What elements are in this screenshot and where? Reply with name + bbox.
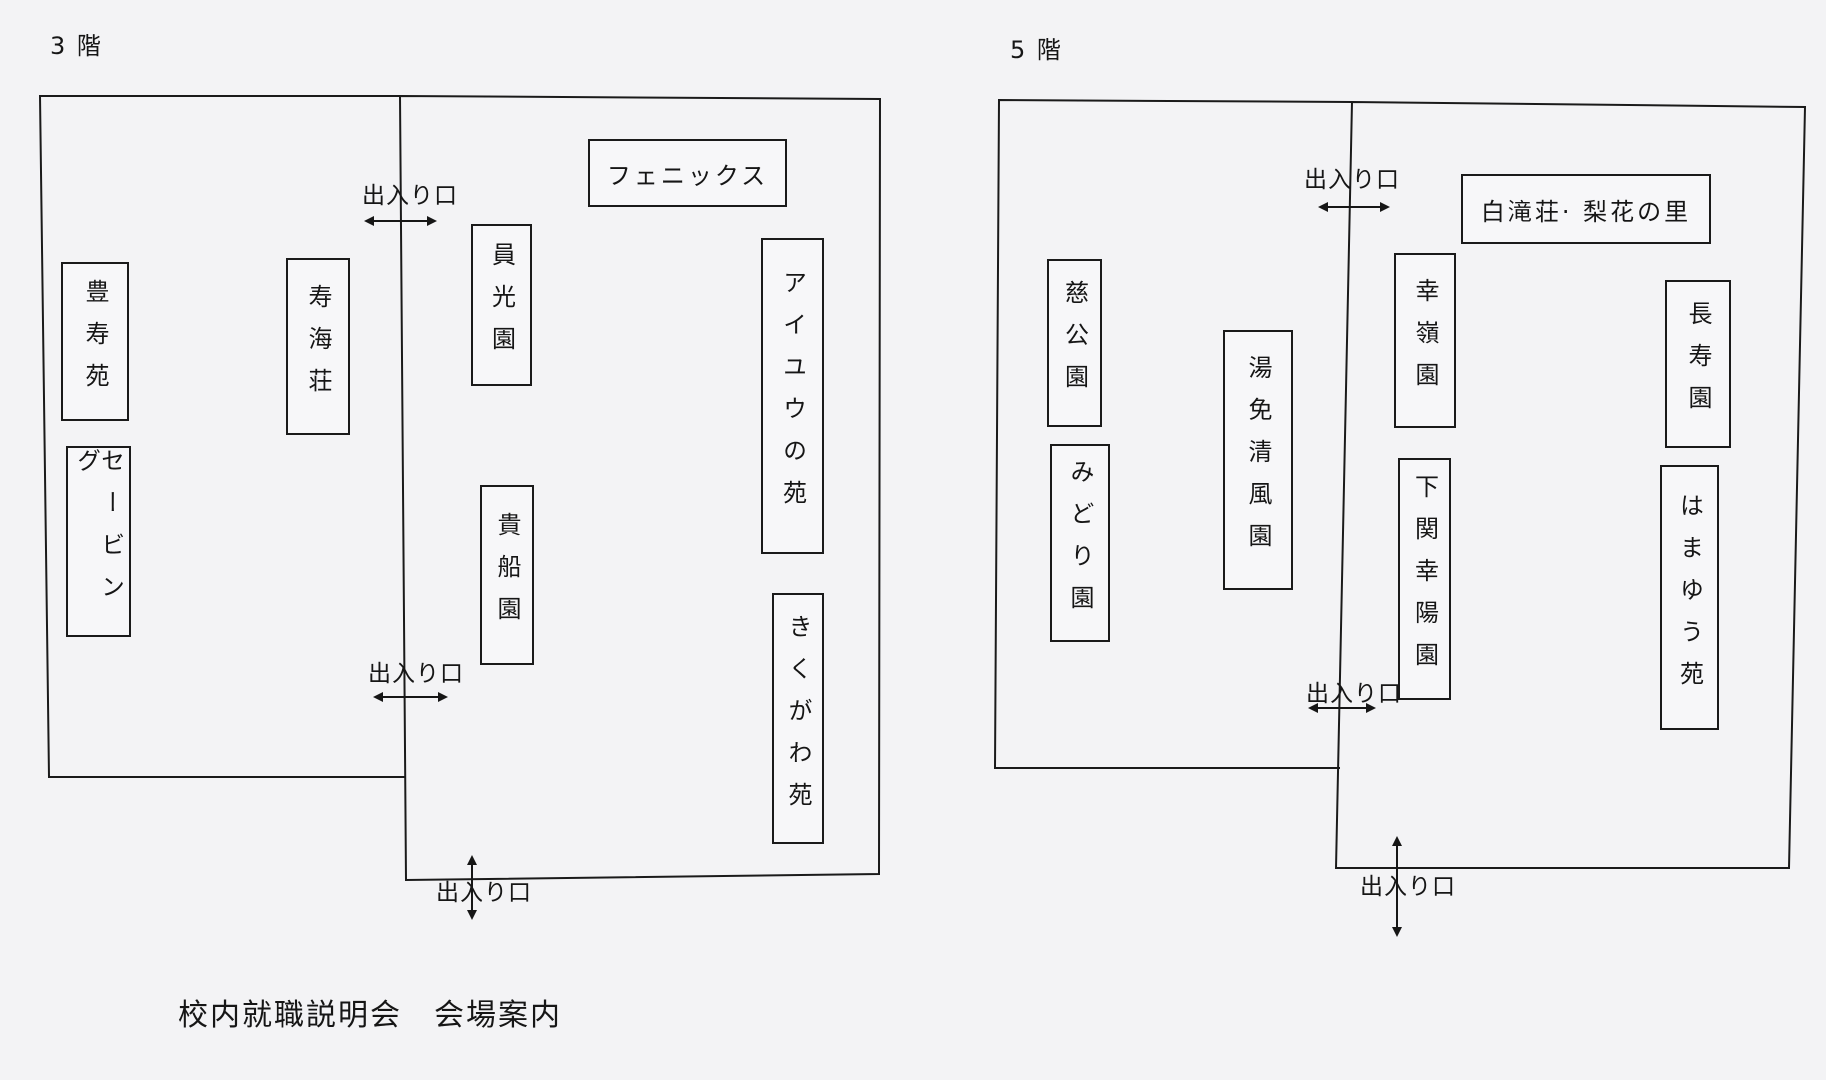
booth-label: はまゆう苑: [1675, 492, 1704, 703]
booth-label: 下関幸陽園: [1410, 474, 1439, 684]
floor-label-5f: 5 階: [1010, 36, 1063, 64]
floor-label-3f: 3 階: [50, 32, 103, 60]
booth-label: 豊寿苑: [81, 278, 109, 405]
booth-label: 白滝荘· 梨花の里: [1480, 197, 1692, 226]
booth-label: 湯免清風園: [1244, 355, 1272, 565]
booth-jikouen: 慈公園: [1047, 259, 1102, 427]
booth-label: みどり園: [1066, 459, 1094, 627]
booth-hamayuuen: はまゆう苑: [1660, 465, 1719, 730]
booth-choujuen: 長寿園: [1665, 280, 1731, 448]
booth-label: 慈公園: [1060, 280, 1089, 406]
room-5f-west: [993, 98, 1353, 769]
booth-label: 員光園: [487, 242, 516, 368]
booth-label: 貴船園: [493, 512, 521, 638]
entrance-label-3f-top: 出入り口: [362, 183, 458, 209]
room-5f-east: [1334, 101, 1807, 869]
booth-kouryouen: 幸嶺園: [1394, 253, 1456, 428]
booth-kifuneen: 貴船園: [480, 485, 534, 665]
entrance-label-5f-top: 出入り口: [1304, 167, 1400, 193]
entrance-label-5f-bottom: 出入り口: [1360, 874, 1456, 900]
booth-label: 寿海荘: [304, 283, 332, 410]
booth-midorien: みどり園: [1050, 444, 1110, 642]
booth-houjuen: 豊寿苑: [61, 262, 129, 421]
room-3f-east: [399, 95, 882, 882]
entrance-label-5f-middle: 出入り口: [1306, 681, 1402, 707]
booth-label: フェニックス: [606, 161, 769, 190]
booth-yumenseifuuen: 湯免清風園: [1223, 330, 1293, 590]
booth-label: 幸嶺園: [1411, 277, 1439, 404]
booth-kikugawaen: きくがわ苑: [772, 593, 824, 844]
booth-label: アイユウの苑: [778, 270, 807, 522]
booth-inkouen: 員光園: [471, 224, 532, 386]
entrance-label-3f-middle: 出入り口: [368, 661, 464, 687]
booth-saving: セービング: [66, 446, 131, 637]
room-3f-west: [38, 95, 406, 778]
booth-shimonosekikouyouen: 下関幸陽園: [1398, 458, 1451, 700]
booth-shirataki-rikanosato: 白滝荘· 梨花の里: [1461, 174, 1711, 244]
booth-phoenix: フェニックス: [588, 139, 787, 207]
booth-aiyuunosono: アイユウの苑: [761, 238, 824, 554]
booth-jukaisou: 寿海荘: [286, 258, 350, 435]
booth-label: きくがわ苑: [784, 613, 812, 824]
booth-label: 長寿園: [1684, 301, 1712, 427]
map-title: 校内就職説明会 会場案内: [178, 998, 562, 1033]
booth-label: セービング: [72, 448, 125, 616]
entrance-label-3f-bottom: 出入り口: [436, 880, 532, 906]
